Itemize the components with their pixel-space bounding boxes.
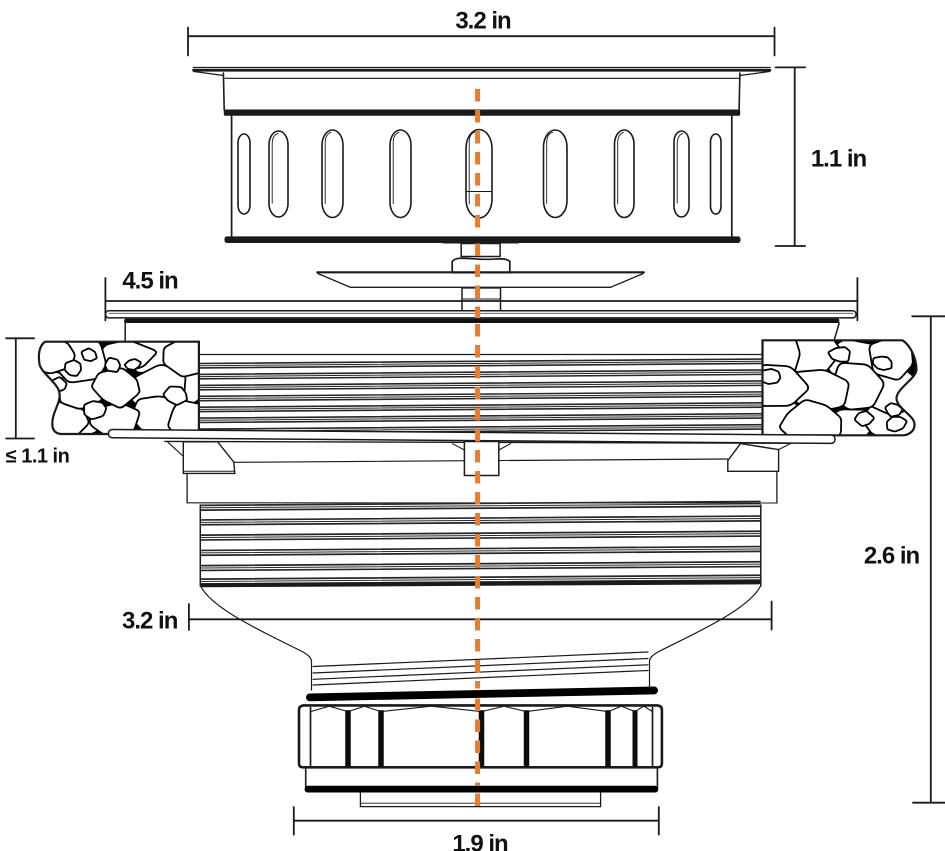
svg-text:≤ 1.1 in: ≤ 1.1 in [6,446,70,468]
svg-text:4.5 in: 4.5 in [122,268,178,295]
svg-text:3.2 in: 3.2 in [455,8,511,35]
svg-text:1.9 in: 1.9 in [452,831,508,851]
svg-text:3.2 in: 3.2 in [122,608,178,635]
svg-text:2.6 in: 2.6 in [864,543,920,570]
svg-text:1.1 in: 1.1 in [811,146,867,173]
